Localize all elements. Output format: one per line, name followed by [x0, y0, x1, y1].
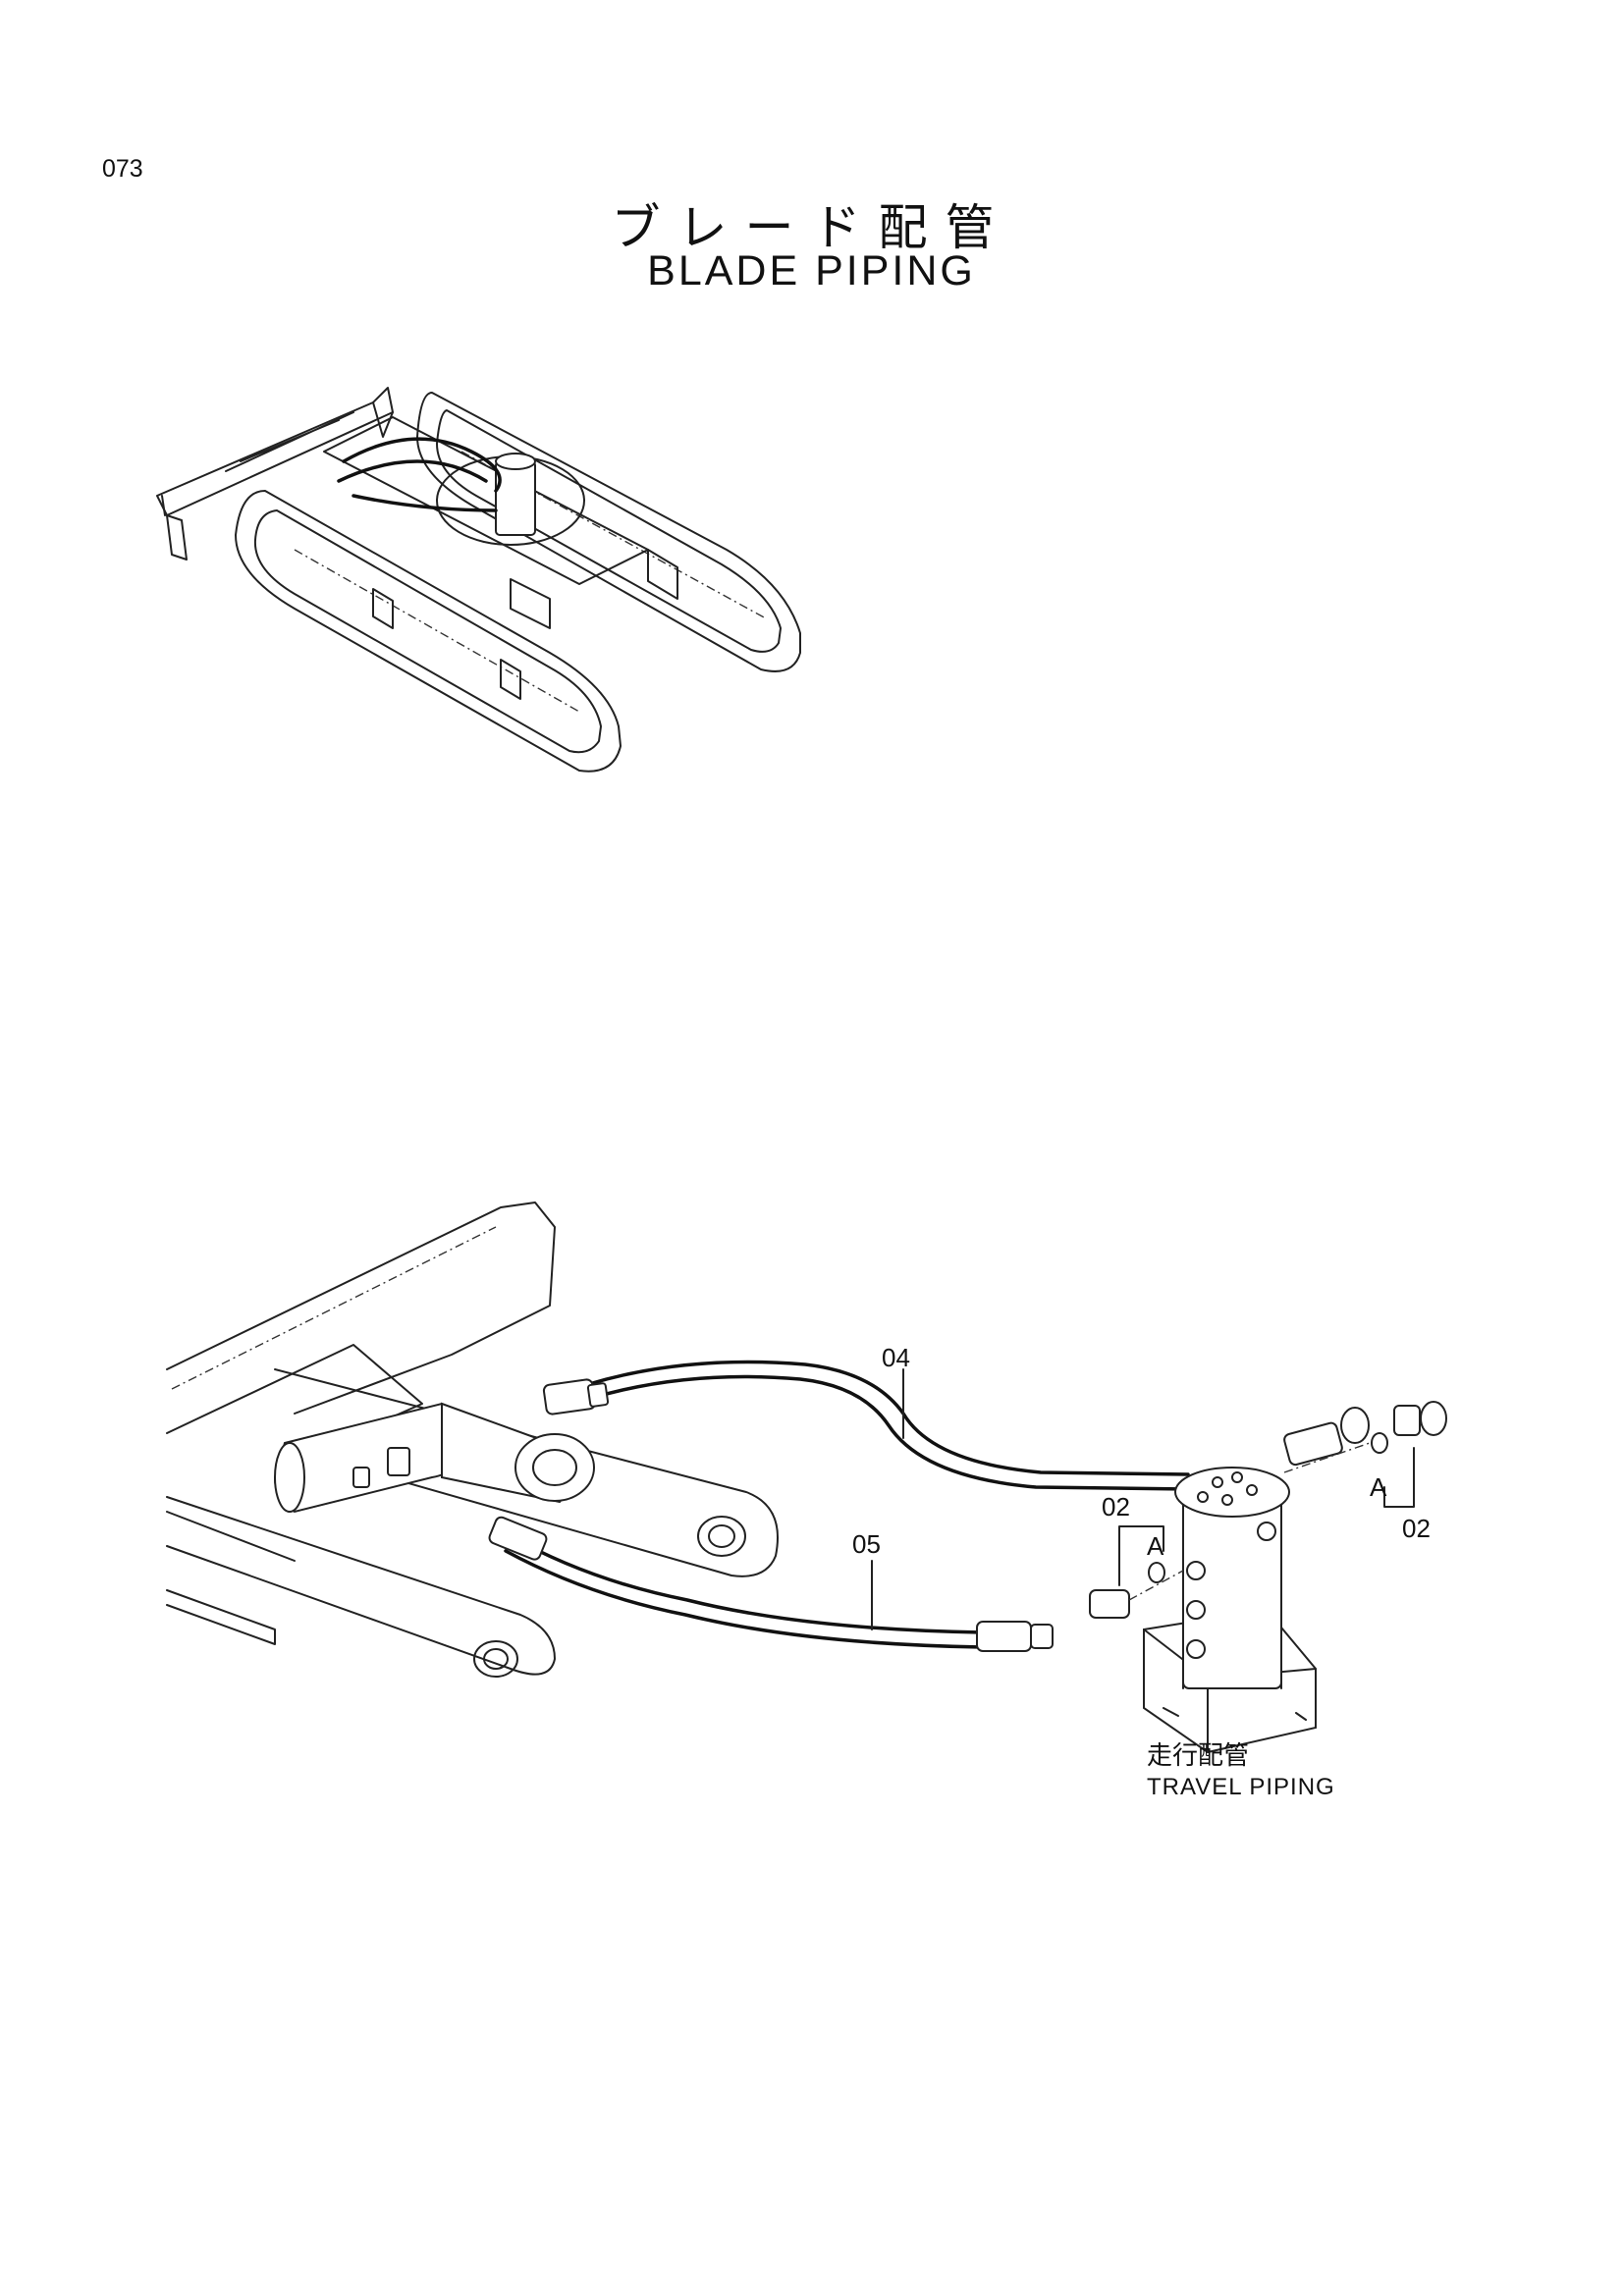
page-number: 073 [102, 155, 143, 183]
travel-piping-note-english: TRAVEL PIPING [1147, 1774, 1335, 1800]
dozer-blade [156, 387, 394, 561]
callout-04: 04 [882, 1343, 910, 1372]
page-title-japanese: ブレード配管 [611, 199, 1012, 256]
callout-leaders [871, 1368, 1415, 1630]
callout-a-left: A [1147, 1531, 1164, 1561]
callout-02-right: 02 [1402, 1514, 1431, 1543]
hose-04 [542, 1360, 1190, 1491]
hose-05 [488, 1516, 1054, 1652]
blade-hoses-overview [337, 437, 502, 512]
center-frame [323, 416, 649, 629]
blade-frame-arms [166, 1201, 779, 1678]
center-joint [1143, 1467, 1317, 1754]
page-title-english: BLADE PIPING [647, 247, 976, 294]
joint-fittings [1089, 1401, 1447, 1619]
left-crawler-track [235, 490, 622, 773]
travel-piping-note-japanese: 走行配管 [1147, 1741, 1250, 1771]
callout-02-left: 02 [1102, 1492, 1130, 1522]
callout-a-right: A [1370, 1472, 1387, 1502]
callout-05: 05 [852, 1529, 881, 1559]
blade-cylinder [273, 1402, 595, 1514]
swing-joint-overview [436, 453, 585, 546]
